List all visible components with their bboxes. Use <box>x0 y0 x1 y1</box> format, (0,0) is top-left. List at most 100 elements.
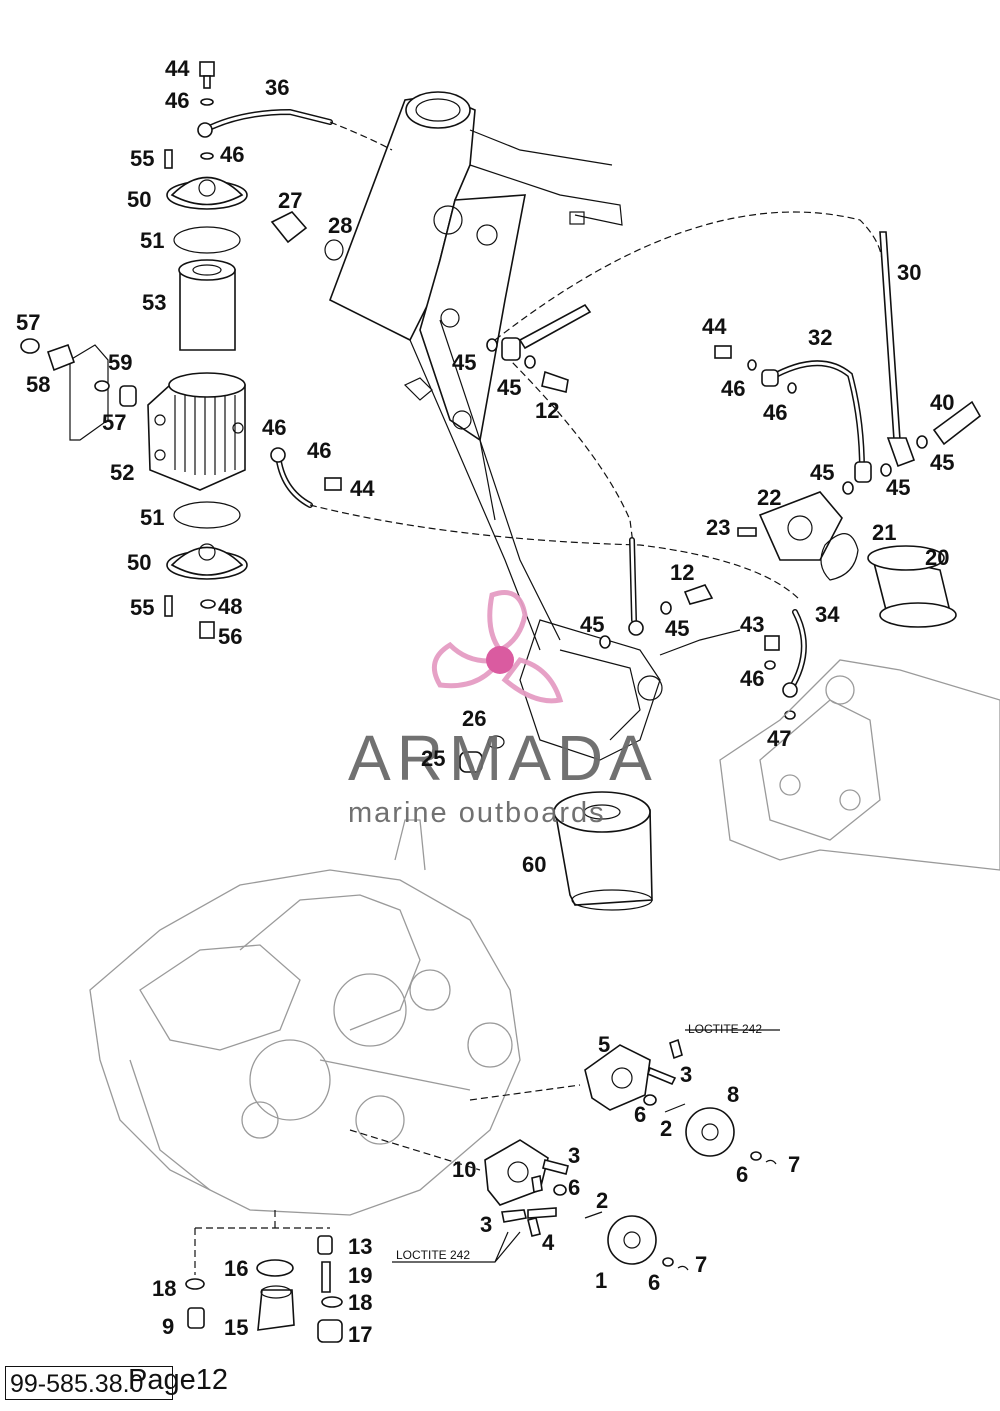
hose-36 <box>197 108 393 151</box>
callout-45: 45 <box>886 475 910 500</box>
plug-and-oring <box>270 211 344 261</box>
callout-20: 20 <box>925 545 949 570</box>
callout-1: 1 <box>595 1268 607 1293</box>
callout-56: 56 <box>218 624 242 649</box>
callout-12: 12 <box>535 398 559 423</box>
watermark-tagline: marine outboards <box>348 797 606 829</box>
right-filter-cover <box>737 491 957 628</box>
callout-51: 51 <box>140 228 164 253</box>
callout-30: 30 <box>897 260 921 285</box>
loctite-note-bottom: LOCTITE 242 <box>396 1248 470 1262</box>
callout-36: 36 <box>265 75 289 100</box>
callout-12: 12 <box>670 560 694 585</box>
callout-6: 6 <box>648 1270 660 1295</box>
upper-filter-cover-group <box>164 61 248 351</box>
callout-32: 32 <box>808 325 832 350</box>
watermark-brand: ARMADA <box>348 722 658 794</box>
callout-21: 21 <box>872 520 896 545</box>
callout-45: 45 <box>580 612 604 637</box>
callout-58: 58 <box>26 372 50 397</box>
callout-40: 40 <box>930 390 954 415</box>
armada-watermark: ARMADA marine outboards <box>348 590 658 829</box>
callout-15: 15 <box>224 1315 248 1340</box>
callout-6: 6 <box>634 1102 646 1127</box>
callout-47: 47 <box>767 726 791 751</box>
callout-10: 10 <box>452 1157 476 1182</box>
callout-46: 46 <box>165 88 189 113</box>
callout-34: 34 <box>815 602 840 627</box>
callout-52: 52 <box>110 460 134 485</box>
engine-cover-ghost <box>719 659 1000 871</box>
callout-45: 45 <box>930 450 954 475</box>
callout-28: 28 <box>328 213 352 238</box>
part-number-box <box>5 1366 173 1400</box>
callout-4: 4 <box>542 1230 555 1255</box>
crankcase-ghost <box>89 819 521 1216</box>
callout-59: 59 <box>108 350 132 375</box>
callout-43: 43 <box>740 612 764 637</box>
page-number: Page12 <box>128 1364 228 1396</box>
callout-16: 16 <box>224 1256 248 1281</box>
callout-17: 17 <box>348 1322 372 1347</box>
part-number: 99-585.38.0 <box>10 1370 144 1398</box>
callout-13: 13 <box>348 1234 372 1259</box>
callout-46: 46 <box>220 142 244 167</box>
callout-2: 2 <box>596 1188 608 1213</box>
callout-46: 46 <box>721 376 745 401</box>
callout-5: 5 <box>598 1032 610 1057</box>
callout-45: 45 <box>810 460 834 485</box>
callout-45: 45 <box>452 350 476 375</box>
motorcycle-frame <box>328 91 741 761</box>
callout-7: 7 <box>788 1152 800 1177</box>
callout-7: 7 <box>695 1252 707 1277</box>
callout-50: 50 <box>127 187 151 212</box>
callout-60: 60 <box>522 852 546 877</box>
callout-2: 2 <box>660 1116 672 1141</box>
callout-46: 46 <box>307 438 331 463</box>
callout-22: 22 <box>757 485 781 510</box>
oil-pump-upper <box>469 1029 780 1165</box>
dipstick-30 <box>879 231 916 468</box>
sump-parts <box>185 1210 343 1343</box>
callout-57: 57 <box>102 410 126 435</box>
callout-labels: 44 46 36 55 46 50 27 28 51 53 57 59 58 5… <box>16 56 954 1347</box>
hose-32 <box>714 345 982 495</box>
callout-18: 18 <box>152 1276 176 1301</box>
callout-44: 44 <box>702 314 727 339</box>
callout-55: 55 <box>130 146 154 171</box>
filter-housing <box>20 338 248 639</box>
callout-44: 44 <box>350 476 375 501</box>
frame-fittings <box>486 303 807 720</box>
loctite-note-top: LOCTITE 242 <box>688 1022 762 1036</box>
callout-27: 27 <box>278 188 302 213</box>
callout-46: 46 <box>763 400 787 425</box>
callout-23: 23 <box>706 515 730 540</box>
propeller-logo-icon <box>431 590 564 704</box>
callout-9: 9 <box>162 1314 174 1339</box>
callout-45: 45 <box>665 616 689 641</box>
callout-26: 26 <box>462 706 486 731</box>
callout-19: 19 <box>348 1263 372 1288</box>
drain-plug-25 <box>459 735 505 773</box>
callout-51: 51 <box>140 505 164 530</box>
callout-25: 25 <box>421 746 445 771</box>
callout-8: 8 <box>727 1082 739 1107</box>
callout-57: 57 <box>16 310 40 335</box>
callout-18: 18 <box>348 1290 372 1315</box>
callout-6: 6 <box>568 1175 580 1200</box>
dashed-routing-top <box>494 211 883 561</box>
callout-46: 46 <box>740 666 764 691</box>
callout-50: 50 <box>127 550 151 575</box>
callout-6: 6 <box>736 1162 748 1187</box>
spin-on-filter-60 <box>553 791 653 911</box>
hose-46-left <box>270 447 801 601</box>
callout-55: 55 <box>130 595 154 620</box>
callout-3: 3 <box>568 1143 580 1168</box>
callout-44: 44 <box>165 56 190 81</box>
callout-48: 48 <box>218 594 242 619</box>
callout-46: 46 <box>262 415 286 440</box>
callout-45: 45 <box>497 375 521 400</box>
callout-3: 3 <box>480 1212 492 1237</box>
callout-53: 53 <box>142 290 166 315</box>
